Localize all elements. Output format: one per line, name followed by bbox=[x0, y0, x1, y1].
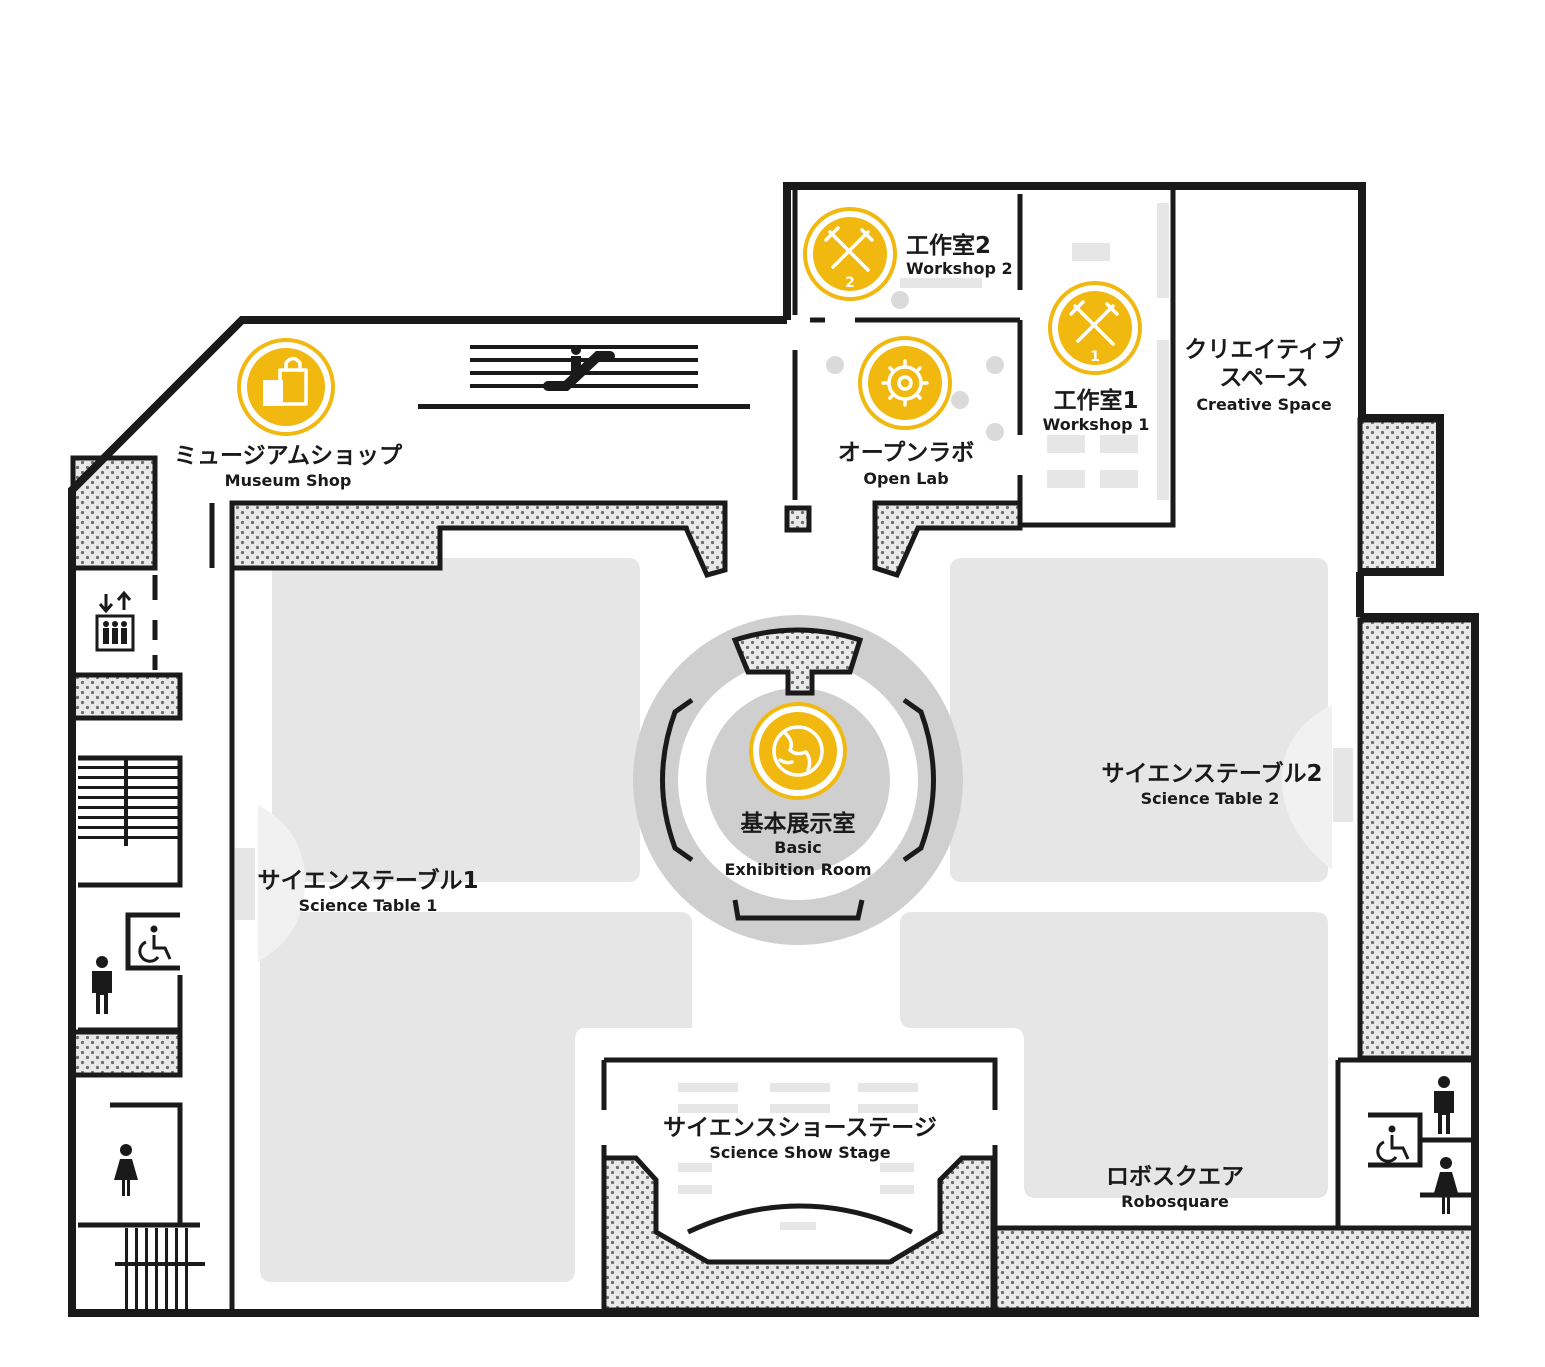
creative-space-label-jp-1: クリエイティブ bbox=[1184, 336, 1343, 363]
open-lab-badge[interactable] bbox=[858, 336, 952, 430]
wheelchair-icon[interactable] bbox=[1376, 1125, 1410, 1163]
women-restroom-icon[interactable] bbox=[1434, 1157, 1458, 1214]
shopping-bag-icon bbox=[263, 356, 308, 406]
men-restroom-icon[interactable] bbox=[1434, 1076, 1454, 1134]
creative-space-label-jp-2: スペース bbox=[1219, 365, 1308, 391]
right-facilities bbox=[1376, 1076, 1458, 1214]
globe-icon bbox=[772, 725, 824, 777]
open-lab-tables bbox=[826, 291, 1004, 441]
museum-shop-label-jp: ミュージアムショップ bbox=[174, 443, 403, 469]
workshop-2-badge-number: 2 bbox=[845, 275, 855, 291]
museum-shop-label-en: Museum Shop bbox=[225, 471, 352, 490]
women-restroom-icon[interactable] bbox=[114, 1144, 138, 1196]
stairs-upper bbox=[78, 755, 183, 888]
robosquare-label-en: Robosquare bbox=[1121, 1192, 1229, 1211]
stage-seating bbox=[678, 1083, 918, 1230]
science-table-1-lower-zone[interactable] bbox=[260, 912, 692, 1282]
basic-exhibition-label-en-1: Basic bbox=[774, 838, 821, 857]
robosquare-zone[interactable] bbox=[900, 912, 1328, 1198]
science-table-2-label-jp: サイエンステーブル2 bbox=[1102, 760, 1323, 787]
gear-icon bbox=[881, 359, 929, 407]
elevator-icon[interactable] bbox=[95, 590, 135, 652]
left-facilities bbox=[78, 590, 205, 1310]
workshop-1-label-jp: 工作室1 bbox=[1053, 387, 1138, 414]
basic-exhibition-badge[interactable] bbox=[749, 702, 847, 800]
escalator-icon bbox=[543, 345, 615, 391]
workshop-2-label-en: Workshop 2 bbox=[906, 259, 1013, 278]
walls bbox=[68, 182, 1479, 1317]
workshop-1-badge-number: 1 bbox=[1090, 349, 1100, 365]
tools-icon bbox=[1069, 300, 1119, 346]
open-lab-label-jp: オープンラボ bbox=[838, 440, 975, 466]
science-table-2-label-en: Science Table 2 bbox=[1141, 789, 1280, 808]
science-show-stage-label-en: Science Show Stage bbox=[709, 1143, 890, 1162]
floor-zones bbox=[235, 203, 1353, 1282]
science-table-2-zone[interactable] bbox=[950, 558, 1328, 882]
science-table-1-label-en: Science Table 1 bbox=[299, 896, 438, 915]
open-lab-label-en: Open Lab bbox=[863, 469, 948, 488]
men-restroom-icon[interactable] bbox=[92, 956, 112, 1014]
workshop-2-label-jp: 工作室2 bbox=[906, 232, 991, 259]
robosquare-label-jp: ロボスクエア bbox=[1106, 1164, 1244, 1190]
tools-icon bbox=[824, 226, 874, 272]
workshop-1-badge[interactable]: 1 bbox=[1048, 281, 1142, 375]
creative-space-label-en: Creative Space bbox=[1196, 395, 1332, 414]
science-table-1-label-jp: サイエンステーブル1 bbox=[258, 867, 479, 894]
stairs-lower bbox=[78, 1222, 205, 1310]
labels: 工作室2 Workshop 2 工作室1 Workshop 1 クリエイティブ … bbox=[174, 232, 1344, 1211]
workshop-1-label-en: Workshop 1 bbox=[1043, 415, 1150, 434]
service-areas bbox=[70, 417, 1478, 1313]
escalator[interactable] bbox=[418, 345, 750, 409]
science-show-stage-label-jp: サイエンスショーステージ bbox=[663, 1115, 937, 1141]
basic-exhibition-label-en-2: Exhibition Room bbox=[724, 860, 871, 879]
science-table-1-zone[interactable] bbox=[272, 558, 640, 882]
wheelchair-icon[interactable] bbox=[138, 925, 172, 963]
basic-exhibition-label-jp: 基本展示室 bbox=[741, 810, 856, 837]
workshop-2-badge[interactable]: 2 bbox=[803, 207, 897, 301]
museum-shop-badge[interactable] bbox=[237, 338, 335, 436]
